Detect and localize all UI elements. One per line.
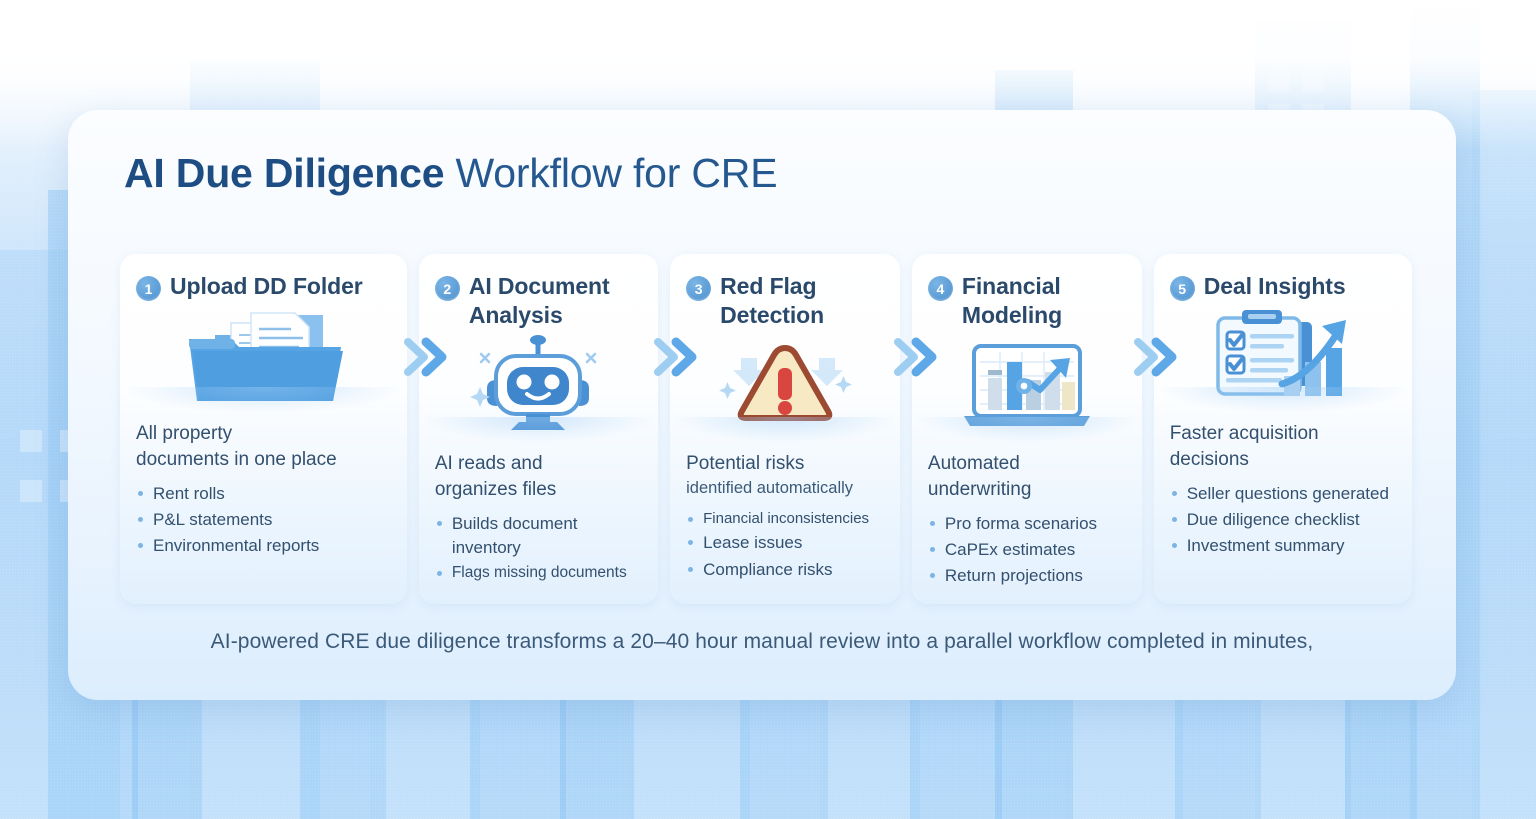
step-3-lead-line2: identified automatically <box>686 478 854 497</box>
card-gap <box>900 254 912 604</box>
step-card-4[interactable]: 4 Financial Modeling <box>911 254 1142 604</box>
step-5-lead-line1: Faster acquisition <box>1169 423 1319 445</box>
step-1-bullets: Rent rolls P&L statements Environmental … <box>136 482 391 558</box>
main-panel: AI Due Diligence Workflow for CRE 1 Uplo… <box>68 110 1456 700</box>
step-3-lead-line1: Potential risks <box>686 452 805 474</box>
list-item: Compliance risks <box>686 558 884 582</box>
step-4-illustration <box>911 334 1142 443</box>
card-gap <box>1142 254 1154 604</box>
list-item: CaPEx estimates <box>928 538 1126 562</box>
clipboard-growth-icon <box>1198 304 1368 411</box>
step-title-3: Red Flag Detection <box>720 273 825 329</box>
step-5-lead: Faster acquisition decisions <box>1170 421 1396 473</box>
workflow-steps-row: 1 Upload DD Folder <box>120 254 1412 604</box>
step-number-badge-2: 2 <box>434 276 460 301</box>
step-2-lead-line1: AI reads and <box>434 452 543 474</box>
step-4-bullets: Pro forma scenarios CaPEx estimates Retu… <box>928 512 1126 588</box>
step-3-lead: Potential risks identified automatically <box>686 451 884 499</box>
list-item: Investment summary <box>1170 534 1396 558</box>
step-title-1: Upload DD Folder <box>170 273 363 299</box>
step-2-lead: AI reads and organizes files <box>435 451 642 503</box>
step-title-2: AI Document Analysis <box>468 273 610 329</box>
step-1-illustration <box>120 305 407 414</box>
title-bold-part: AI Due Diligence <box>124 150 445 196</box>
step-1-header: 1 Upload DD Folder <box>136 272 391 301</box>
step-5-lead-line2: decisions <box>1169 449 1249 471</box>
title-regular-part: Workflow for CRE <box>455 150 778 196</box>
step-title-4: Financial Modeling <box>961 273 1063 329</box>
robot-icon <box>463 334 613 439</box>
step-number-badge-1: 1 <box>136 276 161 301</box>
step-number-badge-5: 5 <box>1169 276 1195 301</box>
list-item: P&L statements <box>136 508 391 532</box>
list-item: Pro forma scenarios <box>928 512 1126 536</box>
folder-documents-icon <box>173 305 353 410</box>
footer-summary: AI-powered CRE due diligence transforms … <box>210 630 1314 653</box>
step-title-5: Deal Insights <box>1203 273 1346 299</box>
list-item: Environmental reports <box>136 534 391 558</box>
step-4-lead-line1: Automated <box>927 452 1020 474</box>
step-4-lead-line2: underwriting <box>927 478 1032 500</box>
step-number-badge-4: 4 <box>927 276 953 301</box>
step-3-illustration <box>670 334 900 443</box>
step-2-lead-line2: organizes files <box>434 478 557 500</box>
step-3-header: 3 Red Flag Detection <box>686 272 884 331</box>
step-2-illustration <box>418 334 659 443</box>
list-item: Seller questions generated <box>1170 482 1396 506</box>
list-item: Return projections <box>928 564 1126 588</box>
list-item: Rent rolls <box>136 482 391 506</box>
step-1-lead-line1: All property <box>136 423 233 445</box>
page-title: AI Due Diligence Workflow for CRE <box>124 150 778 197</box>
step-4-lead: Automated underwriting <box>928 451 1126 503</box>
list-item: Due diligence checklist <box>1170 508 1396 532</box>
step-2-header: 2 AI Document Analysis <box>434 272 642 331</box>
list-item: Flags missing documents <box>435 562 642 584</box>
laptop-chart-icon <box>952 334 1102 439</box>
step-2-bullets: Builds document inventory Flags missing … <box>435 512 642 584</box>
step-number-badge-3: 3 <box>686 276 712 301</box>
step-4-header: 4 Financial Modeling <box>927 272 1126 331</box>
step-card-2[interactable]: 2 AI Document Analysis <box>418 254 659 604</box>
card-gap <box>658 254 670 604</box>
step-5-header: 5 Deal Insights <box>1169 272 1396 301</box>
step-1-lead: All property documents in one place <box>136 421 391 473</box>
step-5-illustration <box>1153 304 1412 414</box>
list-item: Lease issues <box>686 531 884 555</box>
step-5-bullets: Seller questions generated Due diligence… <box>1170 482 1396 558</box>
step-card-1[interactable]: 1 Upload DD Folder <box>120 254 407 604</box>
step-card-3[interactable]: 3 Red Flag Detection <box>670 254 900 604</box>
step-1-lead-line2: documents in one place <box>136 449 337 471</box>
list-item: Financial inconsistencies <box>686 508 884 529</box>
list-item: Builds document inventory <box>435 512 642 560</box>
step-3-bullets: Financial inconsistencies Lease issues C… <box>686 508 884 582</box>
card-gap <box>407 254 419 604</box>
step-card-5[interactable]: 5 Deal Insights <box>1153 254 1412 604</box>
warning-triangle-icon <box>715 334 855 439</box>
